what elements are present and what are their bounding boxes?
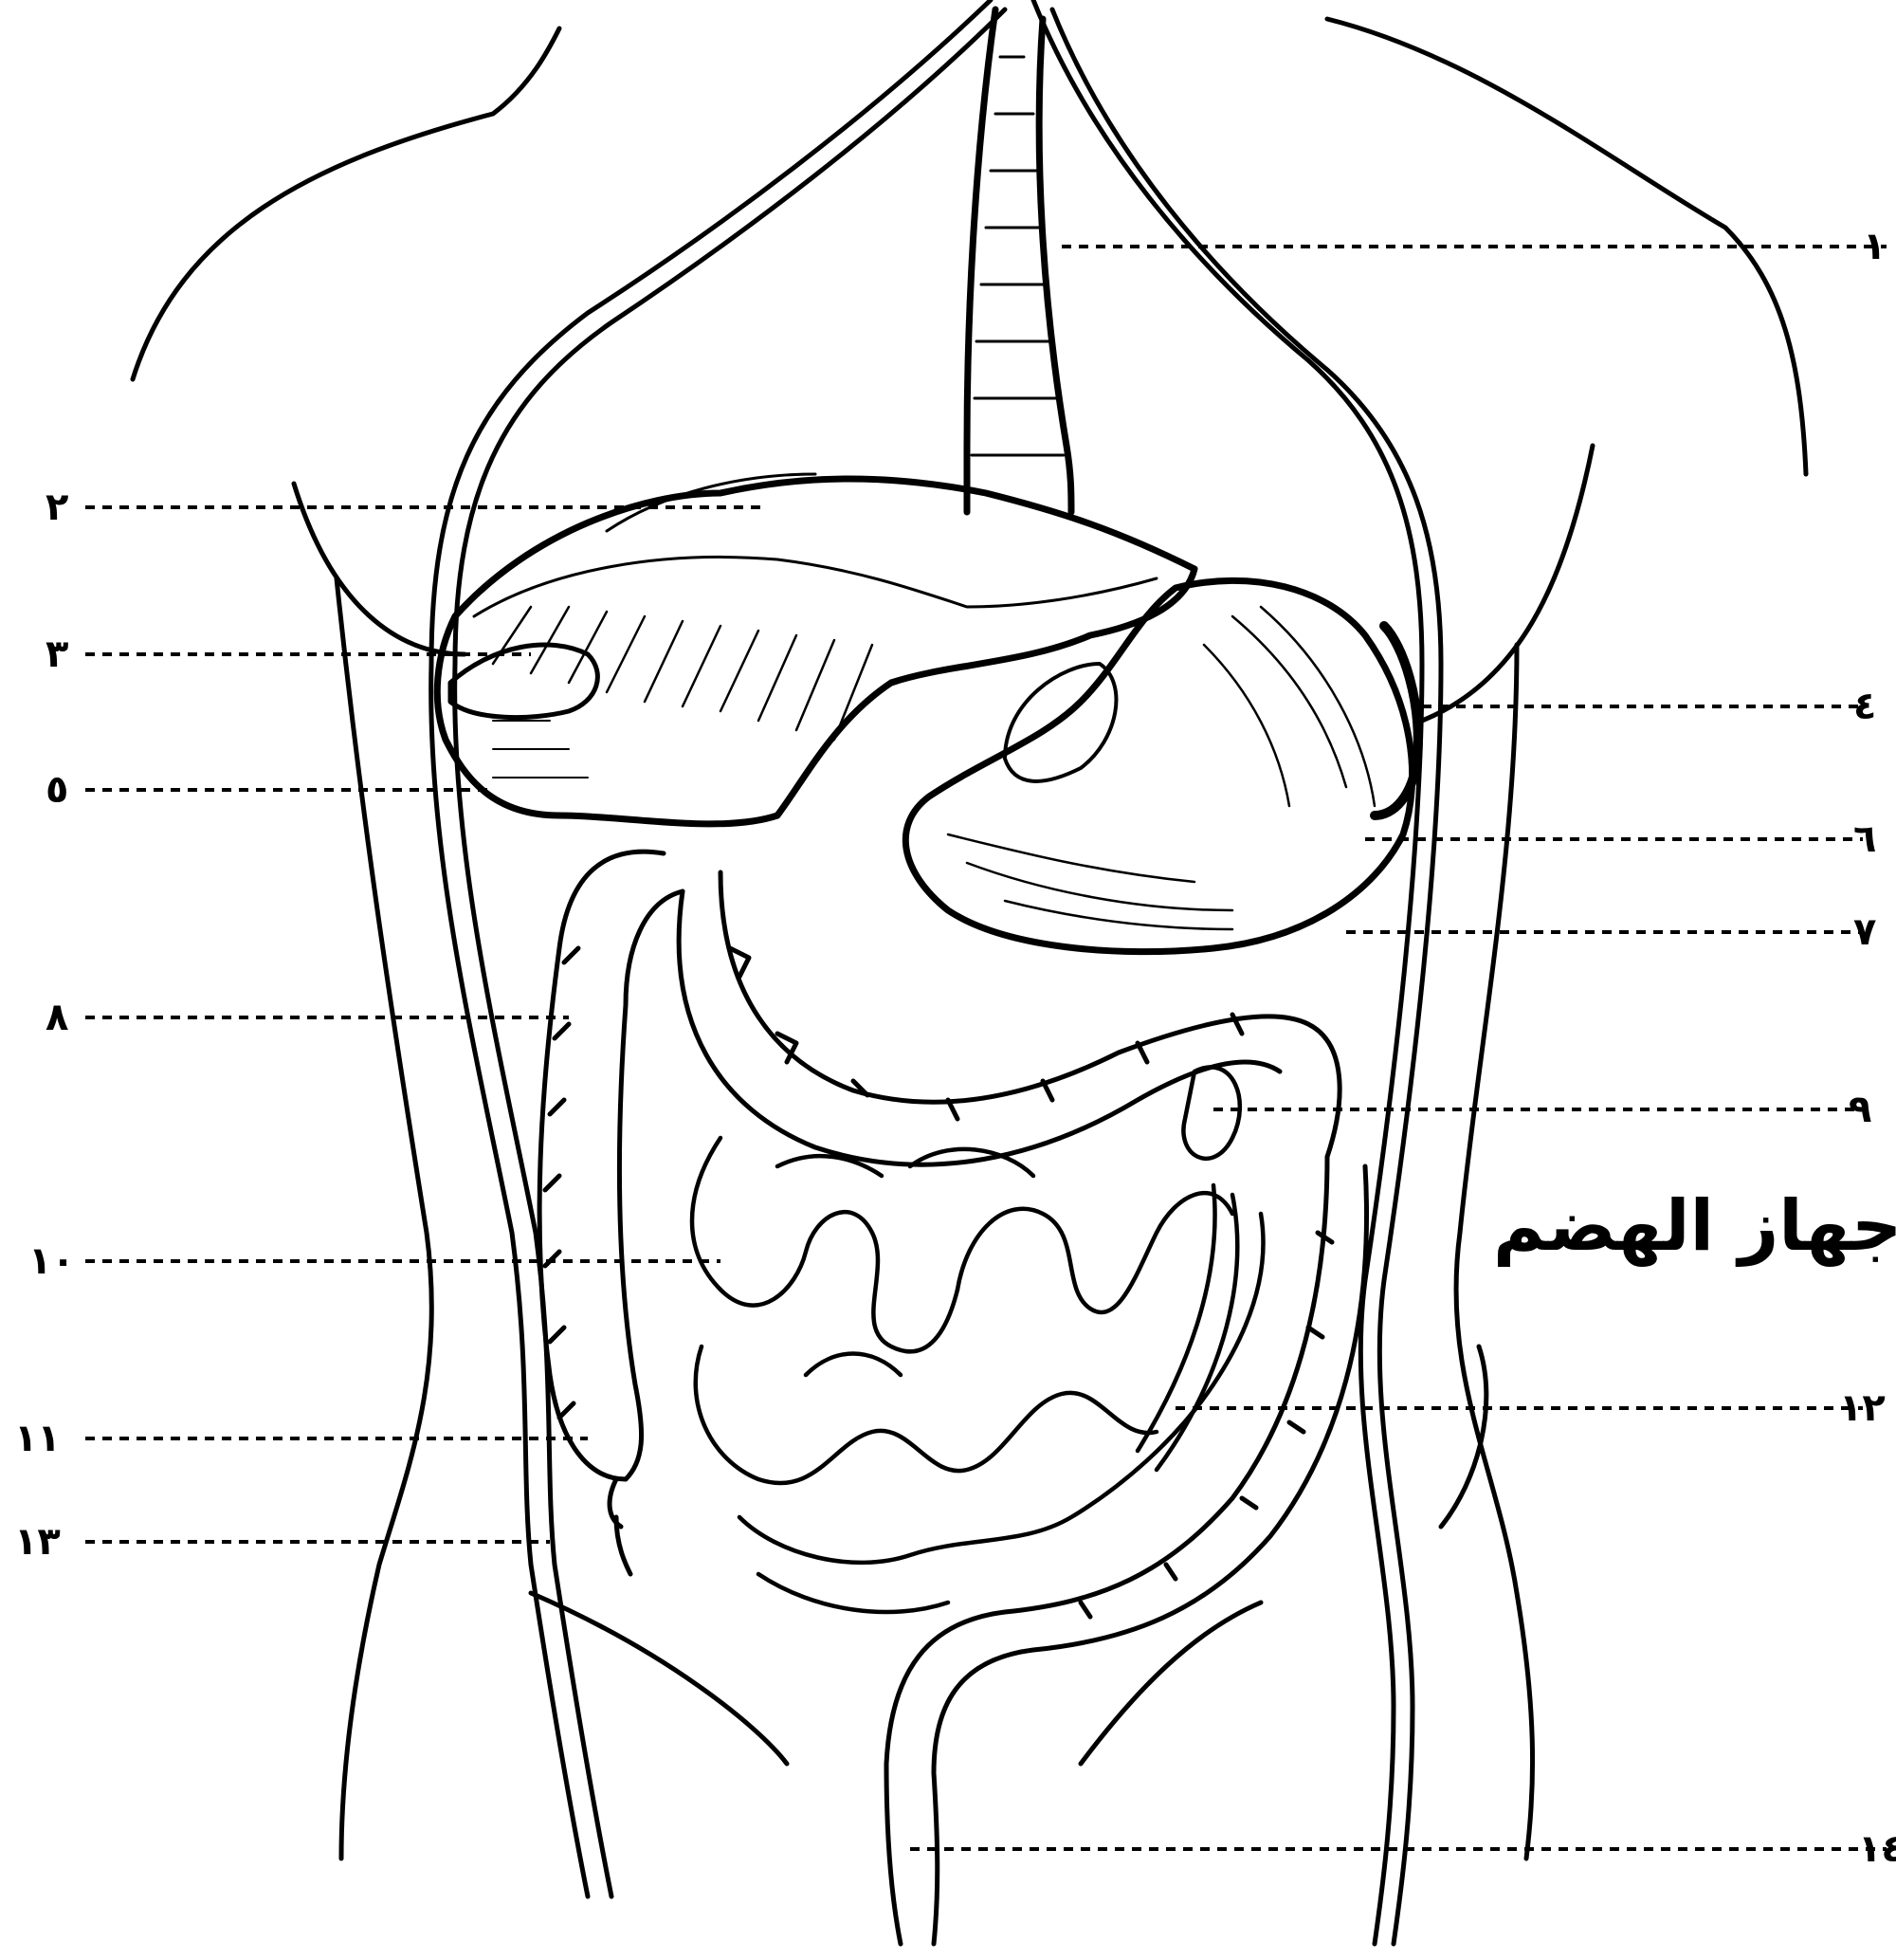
label-left-8: ٨ — [46, 998, 68, 1036]
label-left-10: ١٠ — [28, 1242, 75, 1280]
figure-caption: جهاز الهضم — [1493, 1185, 1896, 1267]
liver — [437, 474, 1194, 824]
ascending-colon — [539, 852, 683, 1527]
abdominal-cavity-outline — [431, 0, 1441, 1944]
oesophagus — [967, 9, 1071, 512]
leader-lines — [85, 247, 1887, 1849]
label-left-2: ٢ — [46, 488, 68, 526]
small-intestine — [692, 1067, 1264, 1612]
label-right-9: ٩ — [1849, 1090, 1871, 1128]
label-left-3: ٣ — [46, 635, 68, 673]
label-right-14: ١٤ — [1858, 1830, 1896, 1868]
label-right-7: ٧ — [1853, 913, 1876, 951]
stomach — [905, 580, 1417, 951]
label-right-6: ٦ — [1853, 820, 1876, 858]
label-right-12: ١٢ — [1839, 1389, 1886, 1427]
label-left-13: ١٣ — [14, 1523, 61, 1561]
label-right-1: ١ — [1863, 228, 1886, 266]
label-left-11: ١١ — [14, 1420, 61, 1457]
label-right-4: ٤ — [1853, 687, 1876, 725]
appendix — [616, 1517, 630, 1574]
descending-colon-rectum — [886, 1157, 1367, 1944]
label-left-5: ٥ — [46, 771, 68, 809]
